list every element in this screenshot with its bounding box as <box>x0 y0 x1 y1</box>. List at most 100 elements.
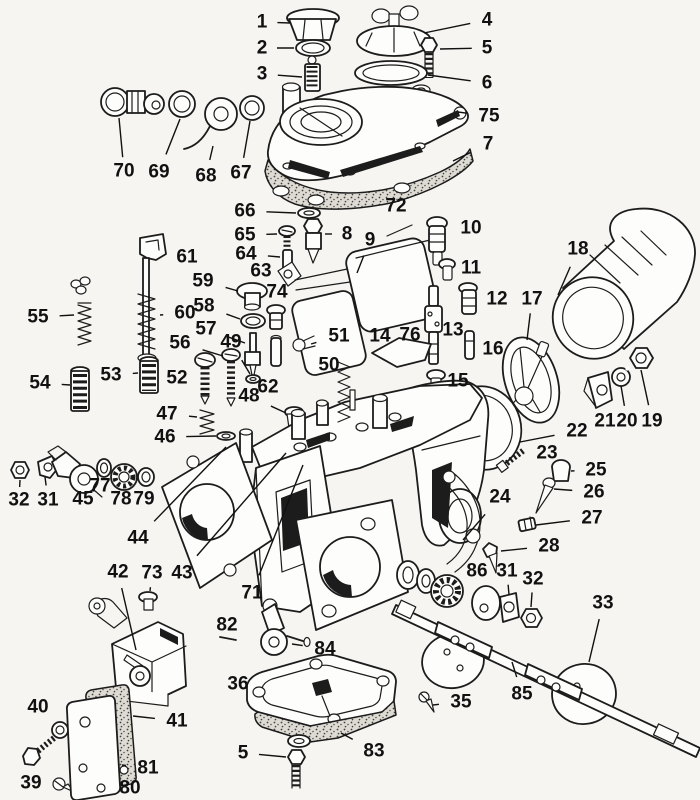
callout-2: 2 <box>257 38 294 59</box>
svg-text:61: 61 <box>176 247 198 268</box>
svg-text:48: 48 <box>238 386 259 407</box>
svg-text:17: 17 <box>521 289 542 310</box>
svg-text:1: 1 <box>257 12 268 33</box>
callout-31: 31 <box>496 561 518 596</box>
callout-49: 49 <box>220 332 251 375</box>
part-art-bolt-5b <box>287 749 306 789</box>
part-art-ring-77 <box>96 458 112 478</box>
svg-text:63: 63 <box>250 261 271 282</box>
svg-text:31: 31 <box>37 490 59 511</box>
callout-15: 15 <box>447 371 469 392</box>
svg-text:40: 40 <box>27 697 48 718</box>
part-art-screw-35 <box>418 691 435 713</box>
callout-24: 24 <box>462 487 511 541</box>
callout-25: 25 <box>570 460 607 481</box>
part-art-cover-plate-80 <box>65 694 122 800</box>
callout-53: 53 <box>100 365 139 386</box>
callout-16: 16 <box>482 339 503 360</box>
callout-43: 43 <box>171 452 287 584</box>
callout-52: 52 <box>166 368 187 389</box>
part-art-nut-32-right <box>520 608 543 628</box>
svg-text:79: 79 <box>133 489 154 510</box>
part-art-tube-16 <box>464 330 475 360</box>
svg-text:73: 73 <box>141 563 162 584</box>
svg-text:7: 7 <box>483 134 494 155</box>
part-art-bottom-cover-36 <box>246 653 397 729</box>
svg-text:69: 69 <box>148 162 169 183</box>
callout-74: 74 <box>266 282 288 303</box>
callout-11: 11 <box>461 258 482 279</box>
part-art-cover-75 <box>267 82 469 182</box>
callout-73: 73 <box>141 563 163 592</box>
svg-text:11: 11 <box>461 258 482 279</box>
part-art-lock-ring-20 <box>611 365 631 387</box>
svg-text:59: 59 <box>192 271 213 292</box>
callout-36: 36 <box>227 674 248 695</box>
svg-text:81: 81 <box>137 758 159 779</box>
callout-75: 75 <box>457 106 500 127</box>
callout-31: 31 <box>37 476 59 511</box>
part-art-screw-23 <box>495 447 526 474</box>
svg-text:16: 16 <box>482 339 503 360</box>
callout-46: 46 <box>154 427 217 448</box>
callout-12: 12 <box>486 289 507 310</box>
callout-57: 57 <box>195 319 246 344</box>
svg-text:44: 44 <box>127 528 149 549</box>
svg-text:54: 54 <box>29 373 51 394</box>
svg-text:74: 74 <box>266 282 288 303</box>
callout-70: 70 <box>113 117 135 182</box>
svg-text:57: 57 <box>195 319 216 340</box>
svg-text:10: 10 <box>460 218 481 239</box>
callout-10: 10 <box>460 218 481 239</box>
callout-60: 60 <box>159 303 196 324</box>
part-art-washer-66 <box>297 207 321 219</box>
part-art-bearing-cluster <box>396 560 464 608</box>
svg-text:36: 36 <box>227 674 248 695</box>
svg-text:72: 72 <box>385 196 406 217</box>
part-art-aux-venturi-17 <box>501 336 561 424</box>
callout-47: 47 <box>156 404 198 425</box>
svg-text:84: 84 <box>314 639 336 660</box>
svg-text:25: 25 <box>585 460 607 481</box>
part-art-screw-28 <box>482 542 498 574</box>
svg-text:3: 3 <box>257 64 268 85</box>
part-art-jet-11 <box>438 258 456 281</box>
part-art-spring-50 <box>337 361 351 423</box>
svg-text:31: 31 <box>496 561 518 582</box>
callout-85: 85 <box>511 661 533 705</box>
callout-66: 66 <box>234 201 297 222</box>
svg-text:27: 27 <box>581 508 602 529</box>
part-art-cap-59 <box>236 282 268 311</box>
callout-63: 63 <box>250 261 271 282</box>
part-art-disc-86 <box>471 585 501 621</box>
callout-32: 32 <box>8 479 30 511</box>
callout-86: 86 <box>466 561 487 582</box>
callout-78: 78 <box>110 489 131 510</box>
svg-text:50: 50 <box>318 355 339 376</box>
svg-text:13: 13 <box>442 320 463 341</box>
callout-14: 14 <box>369 326 391 347</box>
svg-text:86: 86 <box>466 561 487 582</box>
part-art-tab-washer-21 <box>583 371 613 409</box>
svg-text:32: 32 <box>522 569 543 590</box>
svg-text:60: 60 <box>174 303 195 324</box>
callout-27: 27 <box>535 508 603 529</box>
svg-text:47: 47 <box>156 404 177 425</box>
part-art-piston-53 <box>139 356 159 394</box>
svg-text:83: 83 <box>363 741 384 762</box>
part-art-gasket-76 <box>371 337 432 368</box>
svg-text:52: 52 <box>166 368 187 389</box>
svg-text:71: 71 <box>241 583 263 604</box>
part-art-lever-84 <box>260 598 311 656</box>
part-art-gasket-7 <box>264 148 474 210</box>
callout-33: 33 <box>588 593 614 663</box>
part-art-nut-32-left <box>10 461 30 479</box>
part-art-pin-82 <box>219 636 237 641</box>
part-art-lever-45 <box>47 445 103 498</box>
svg-text:2: 2 <box>257 38 268 59</box>
svg-text:4: 4 <box>482 10 493 31</box>
part-art-washer-69 <box>168 90 196 118</box>
part-art-jet-12 <box>458 282 478 315</box>
part-art-oring-58 <box>240 313 266 329</box>
